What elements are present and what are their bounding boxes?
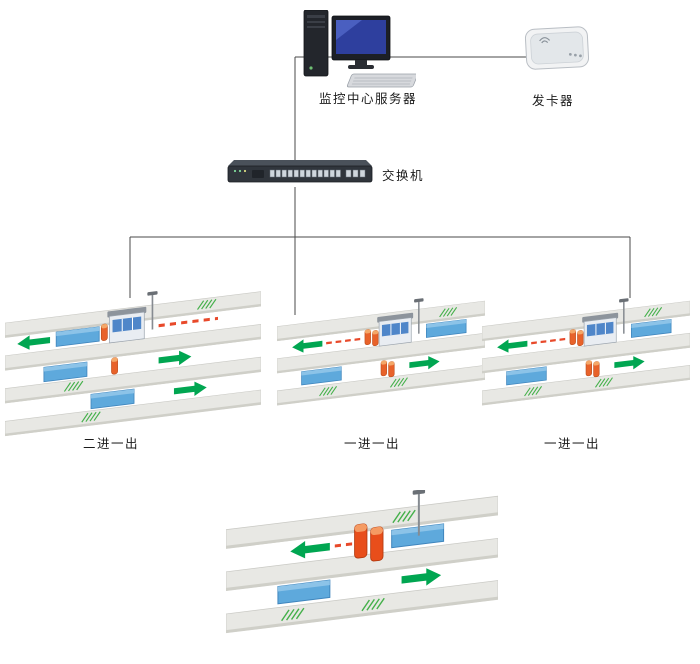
- card-issuer-icon: [524, 26, 590, 70]
- switch-node: [226, 156, 374, 188]
- station-one-in-one-out-b: [482, 296, 690, 410]
- card-issuer-label: 发卡器: [531, 93, 574, 108]
- station-2-label: 一进一出: [343, 436, 400, 451]
- station-bottom-large: [226, 490, 498, 640]
- server-label: 监控中心服务器: [318, 91, 417, 106]
- station-1-label: 二进一出: [82, 436, 139, 451]
- server-node: [302, 10, 416, 94]
- station-3-label: 一进一出: [543, 436, 600, 451]
- switch-icon: [227, 160, 373, 183]
- toll-station-icon: [277, 296, 485, 410]
- server-icon: [303, 10, 416, 88]
- toll-station-icon: [5, 288, 261, 442]
- toll-station-icon: [482, 296, 690, 410]
- card-issuer-node: [524, 22, 592, 74]
- switch-label: 交换机: [382, 168, 425, 183]
- station-two-in-one-out: [5, 288, 261, 442]
- toll-station-icon: [226, 490, 498, 640]
- station-one-in-one-out-a: [277, 296, 485, 410]
